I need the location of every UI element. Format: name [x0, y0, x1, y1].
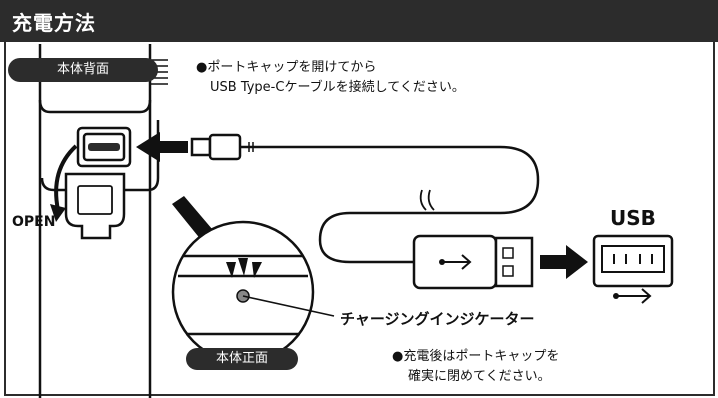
insert-arrow — [136, 132, 188, 162]
flashlight-back-illustration — [24, 44, 168, 398]
bottom-note-line1: ●充電後はポートキャップを — [392, 349, 560, 364]
usb-label: USB — [610, 206, 656, 230]
bottom-note-line2: 確実に閉めてください。 — [408, 369, 551, 384]
indicator-label: チャージングインジケーター — [340, 310, 535, 328]
back-view-label: 本体背面 — [8, 58, 158, 82]
usb-port-icon — [592, 234, 674, 304]
flashlight-front-illustration — [171, 220, 335, 364]
front-view-label: 本体正面 — [186, 348, 298, 370]
top-note-line1: ●ポートキャップを開けてから — [196, 60, 377, 75]
usb-cable — [190, 133, 540, 264]
open-label: OPEN — [12, 214, 56, 230]
top-note-line2: USB Type-Cケーブルを接続してください。 — [210, 80, 465, 95]
page-title: 充電方法 — [12, 11, 96, 35]
open-direction-arrow — [54, 144, 78, 211]
header-bar: 充電方法 — [0, 0, 718, 42]
usb-a-plug — [412, 234, 534, 290]
content-frame — [4, 42, 715, 396]
connect-arrow — [540, 245, 588, 279]
